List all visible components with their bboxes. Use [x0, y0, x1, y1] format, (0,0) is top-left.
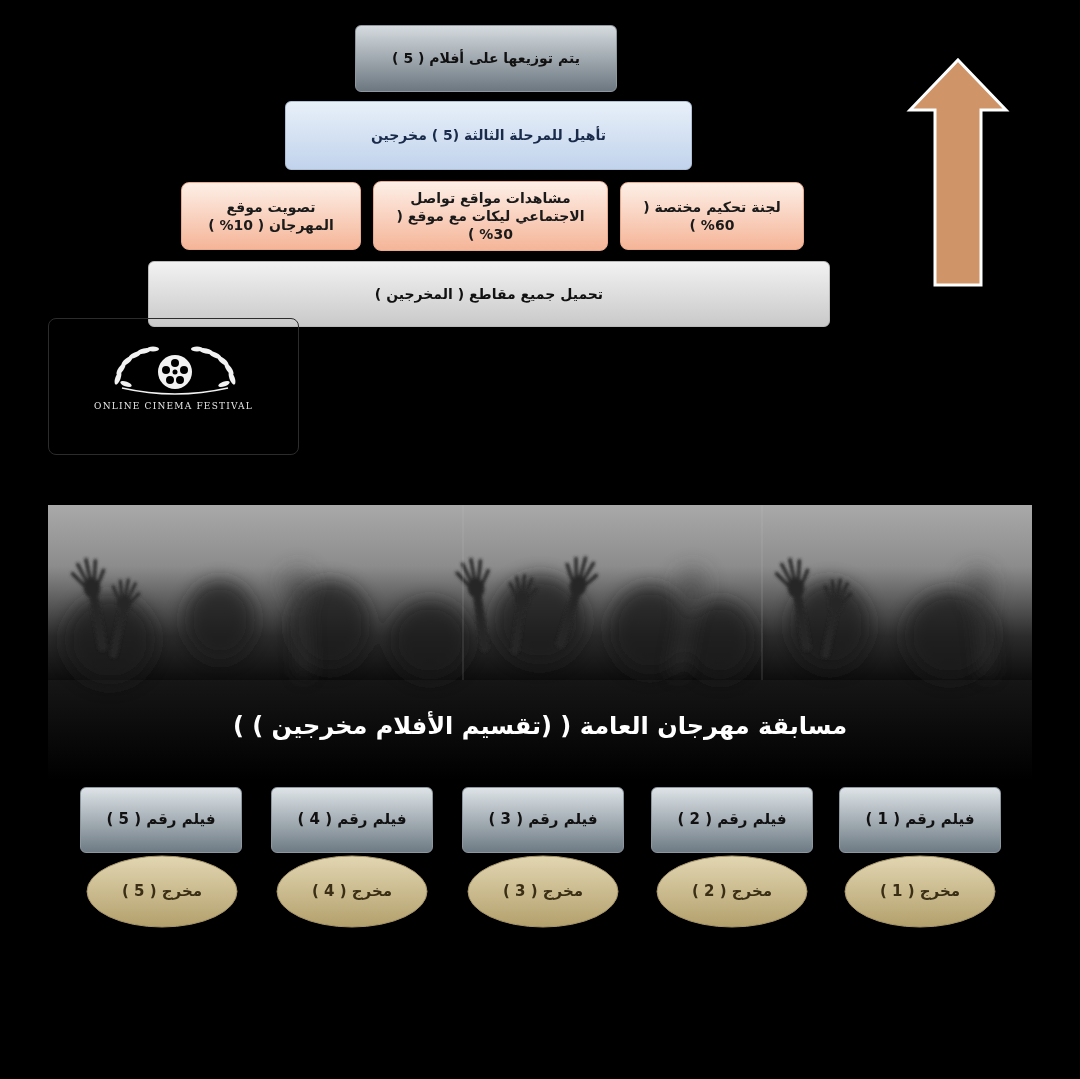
- up-arrow: [910, 60, 1006, 285]
- director-oval: مخرج ( 4 ): [276, 855, 428, 928]
- film-box: فيلم رقم ( 5 ): [80, 787, 242, 853]
- node-text: مخرج ( 4 ): [312, 882, 392, 902]
- section-title: مسابقة مهرجان العامة ( (تقسيم الأفلام مخ…: [0, 712, 1080, 740]
- node-text: تحميل جميع مقاطع ( المخرجين ): [375, 285, 603, 303]
- node-text: فيلم رقم ( 5 ): [106, 810, 215, 830]
- node-text: فيلم رقم ( 4 ): [297, 810, 406, 830]
- logo-box: ONLINE CINEMA FESTIVAL: [48, 318, 299, 455]
- node-text: فيلم رقم ( 3 ): [488, 810, 597, 830]
- node-text: مشاهدات مواقع تواصل الاجتماعي ليكات مع م…: [386, 189, 595, 244]
- director-oval: مخرج ( 2 ): [656, 855, 808, 928]
- stage-box: تأهيل للمرحلة الثالثة (5 ) مخرجين: [285, 101, 692, 170]
- criteria-box: تصويت موقع المهرجان ( 10% ): [181, 182, 361, 250]
- film-box: فيلم رقم ( 3 ): [462, 787, 624, 853]
- film-box: فيلم رقم ( 2 ): [651, 787, 813, 853]
- film-box: فيلم رقم ( 1 ): [839, 787, 1001, 853]
- node-text: مخرج ( 1 ): [880, 882, 960, 902]
- node-text: لجنة تحكيم مختصة ( 60% ): [633, 198, 791, 234]
- criteria-box: مشاهدات مواقع تواصل الاجتماعي ليكات مع م…: [373, 181, 608, 252]
- stage-box: يتم توزيعها على أفلام ( 5 ): [355, 25, 617, 92]
- film-box: فيلم رقم ( 4 ): [271, 787, 433, 853]
- node-text: تصويت موقع المهرجان ( 10% ): [194, 198, 348, 234]
- criteria-box: لجنة تحكيم مختصة ( 60% ): [620, 182, 804, 250]
- node-text: تأهيل للمرحلة الثالثة (5 ) مخرجين: [371, 126, 606, 144]
- director-oval: مخرج ( 3 ): [467, 855, 619, 928]
- logo-emblem: [48, 318, 299, 455]
- director-oval: مخرج ( 5 ): [86, 855, 238, 928]
- node-text: يتم توزيعها على أفلام ( 5 ): [392, 49, 580, 67]
- node-text: فيلم رقم ( 2 ): [677, 810, 786, 830]
- node-text: فيلم رقم ( 1 ): [865, 810, 974, 830]
- node-text: مخرج ( 3 ): [503, 882, 583, 902]
- node-text: ONLINE CINEMA FESTIVAL: [94, 401, 253, 413]
- node-text: مخرج ( 5 ): [122, 882, 202, 902]
- node-text: مخرج ( 2 ): [692, 882, 772, 902]
- director-oval: مخرج ( 1 ): [844, 855, 996, 928]
